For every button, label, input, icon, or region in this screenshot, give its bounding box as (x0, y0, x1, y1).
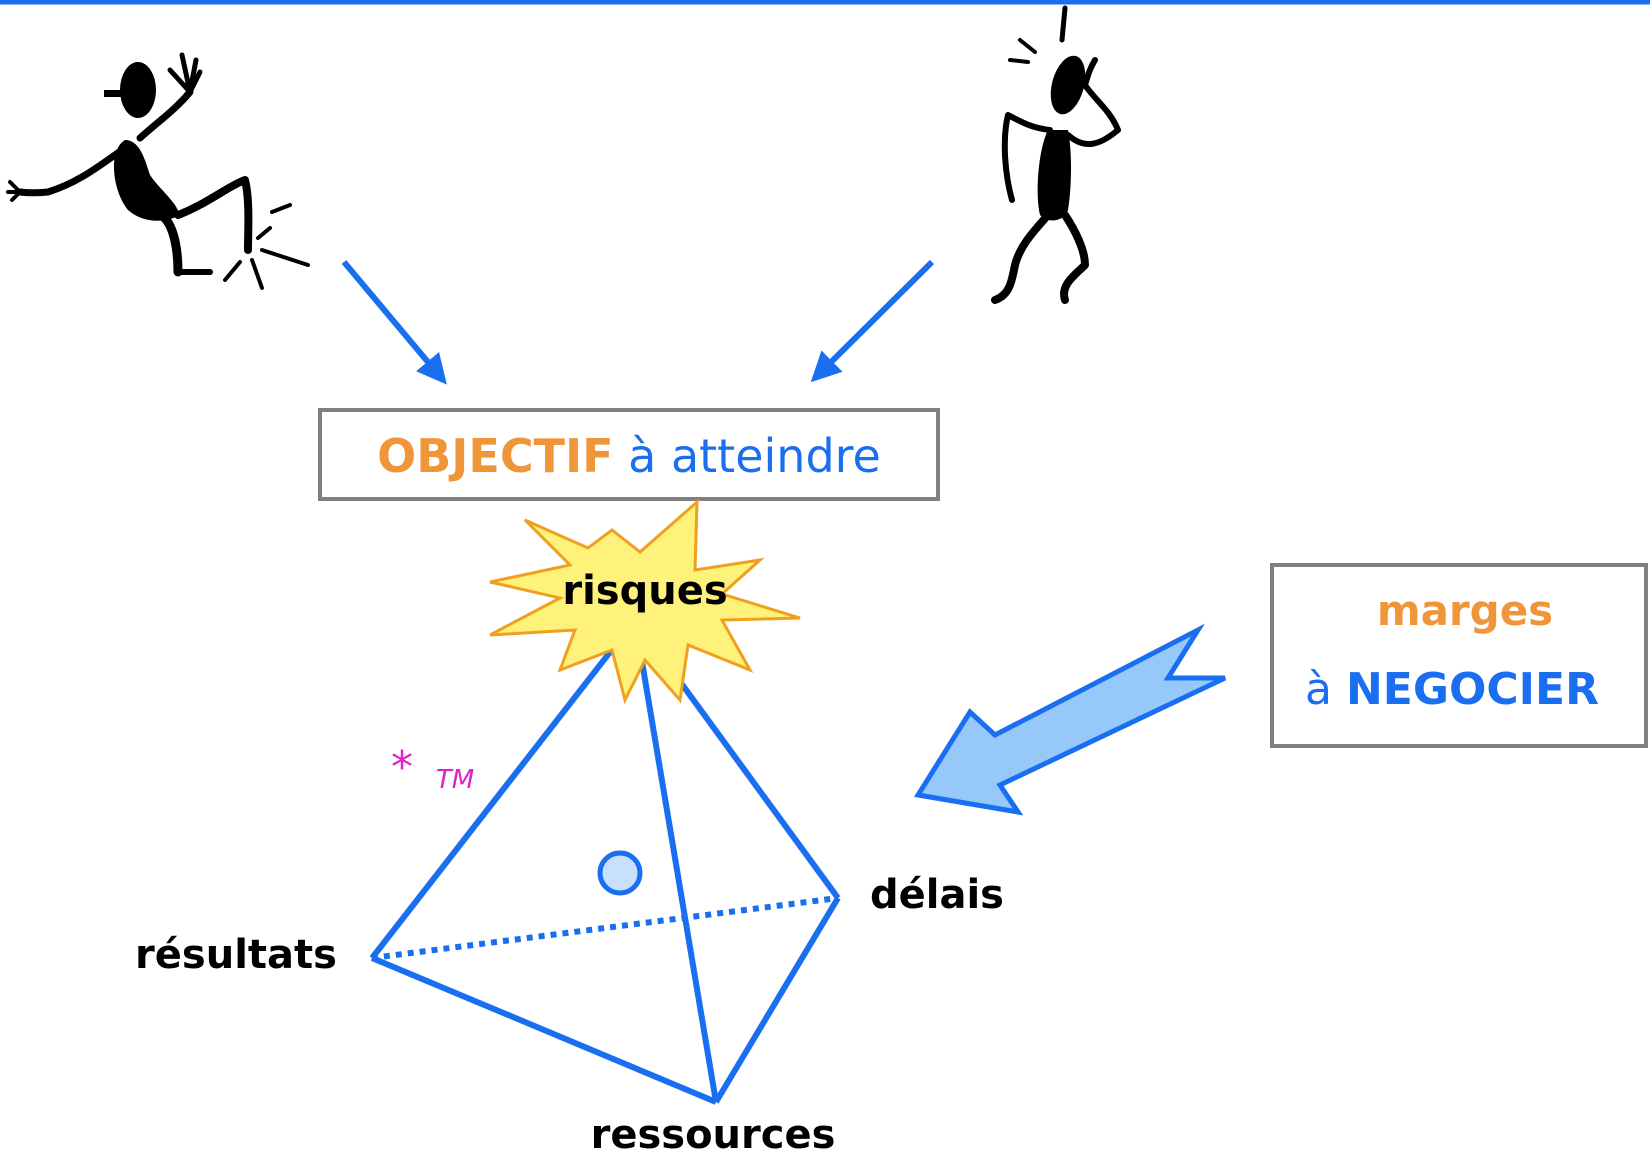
risk-starburst (489, 498, 801, 705)
left-figure-arrow (341, 260, 447, 385)
pyramid-base-front-right (713, 896, 841, 1104)
pyramid-base-hidden (371, 895, 839, 961)
right-figure-arrow (810, 259, 935, 383)
pyramid-edge-left (369, 618, 638, 960)
margins-emphasis: NEGOCIER (1346, 664, 1599, 715)
label-ressources: ressources (591, 1112, 836, 1158)
margins-prefix: à (1305, 664, 1332, 715)
puzzled-stick-figure-icon (991, 5, 1121, 304)
jumping-stick-figure-icon (6, 52, 310, 290)
pyramid-edge-center (632, 619, 719, 1103)
objective-rest: à atteindre (628, 429, 881, 483)
pyramid-center-node (597, 850, 643, 896)
annotation-star: * (391, 742, 413, 793)
pyramid-base-front-left (370, 955, 718, 1105)
margins-line2: à NEGOCIER (1305, 664, 1599, 715)
risk-label: risques (562, 568, 727, 614)
objective-highlight: OBJECTIF (377, 429, 613, 483)
margins-box (1270, 563, 1648, 748)
annotation-tm: TM (436, 765, 474, 795)
objective-text: OBJECTIF à atteindre (377, 429, 881, 483)
objective-box (318, 408, 940, 501)
label-resultats: résultats (135, 932, 337, 978)
margins-line1: marges (1377, 586, 1553, 635)
label-delais: délais (870, 872, 1004, 918)
negotiation-arrow (913, 623, 1227, 816)
